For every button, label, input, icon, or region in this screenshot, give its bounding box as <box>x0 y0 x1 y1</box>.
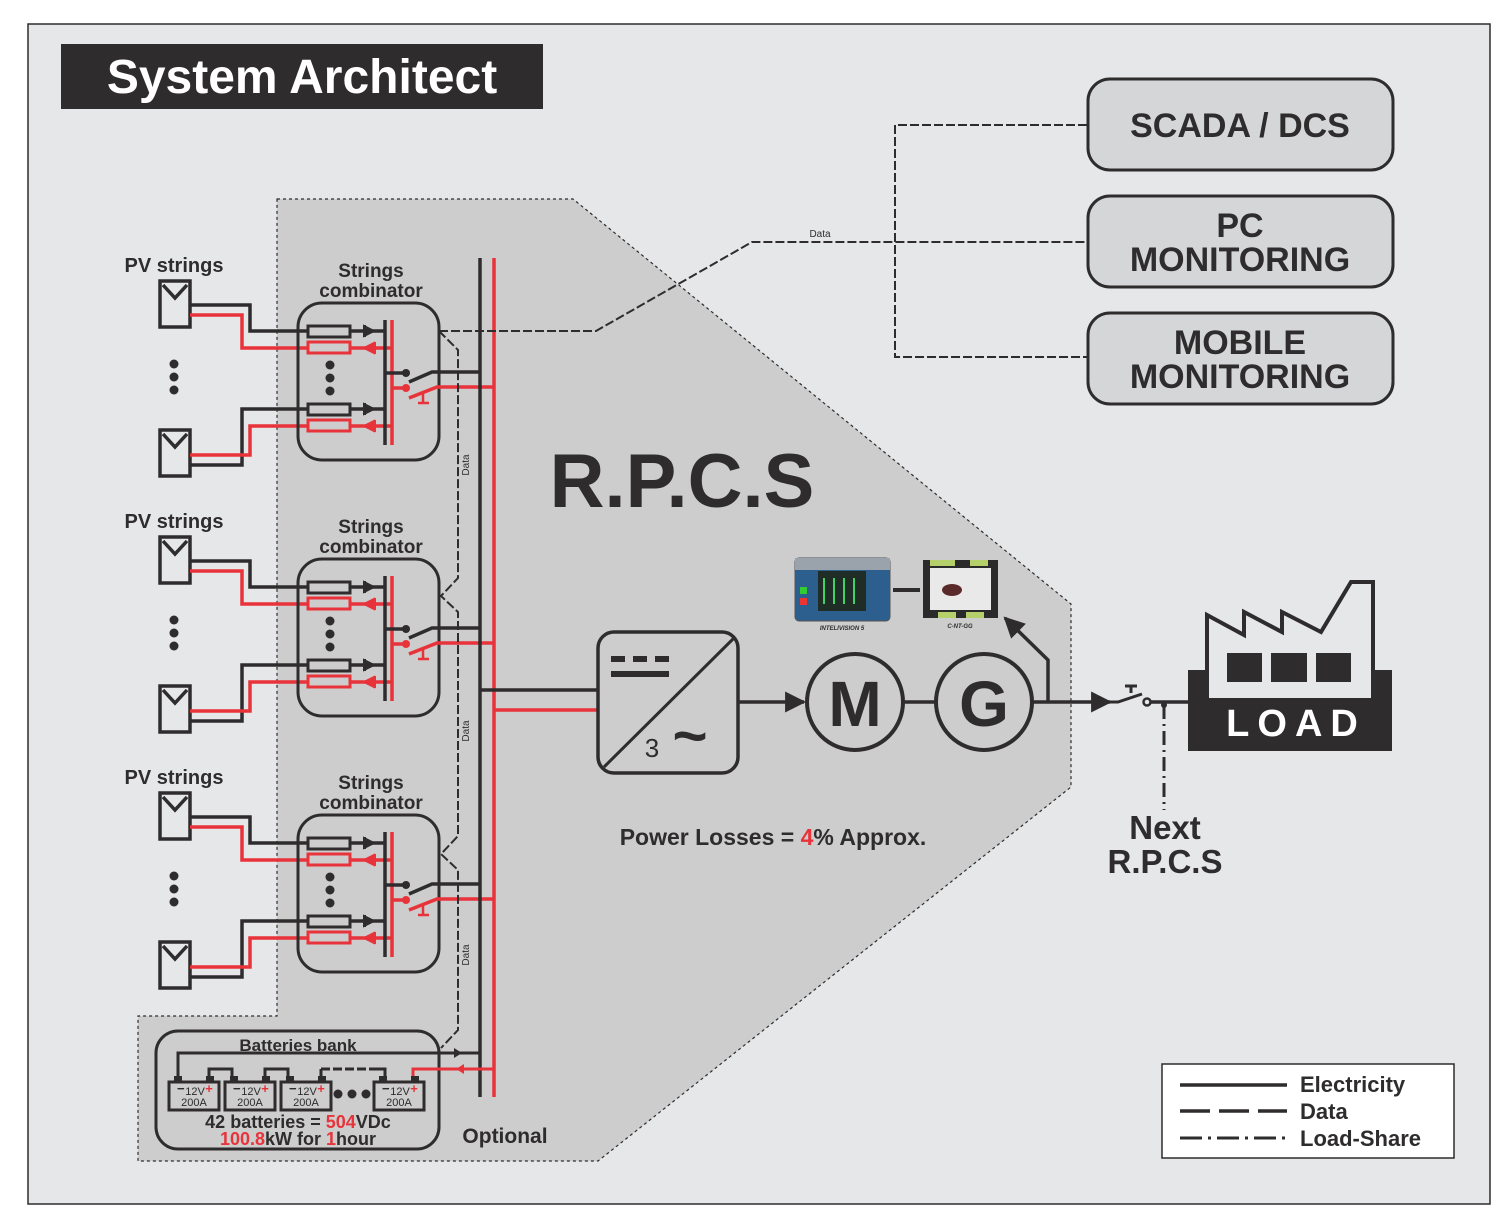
strings-combinator-box <box>296 301 441 462</box>
generator-label: G <box>959 668 1009 740</box>
monitoring-data-branch <box>894 124 1087 358</box>
page-title: System Architect <box>107 51 497 104</box>
svg-text:−: − <box>177 1081 185 1096</box>
generator: G <box>934 652 1034 752</box>
rpcs-label: R.P.C.S <box>550 439 815 524</box>
combinator-label: Strings <box>338 517 403 538</box>
pv-group-3: PV strings Strings combinator <box>125 767 493 990</box>
controller-intelivision: INTELIVISION 5 <box>794 557 891 632</box>
data-bus-label: Data <box>461 944 472 966</box>
pv-group-2: PV strings Strings combinator <box>125 511 493 734</box>
svg-text:+: + <box>205 1081 213 1096</box>
ellipsis-dot <box>169 372 179 382</box>
pv-strings-label: PV strings <box>125 511 224 533</box>
strings-combinator-box <box>296 557 441 718</box>
ac-symbol: ~ <box>672 702 707 769</box>
svg-text:−: − <box>382 1081 390 1096</box>
batteries-summary: 42 batteries = 504VDc <box>205 1112 391 1132</box>
combinator-label: combinator <box>319 793 423 814</box>
svg-text:200A: 200A <box>181 1097 207 1109</box>
combinator-label: Strings <box>338 261 403 282</box>
monitoring-scada-dcs[interactable]: SCADA / DCS <box>1086 77 1395 172</box>
data-bus-label: Data <box>461 720 472 742</box>
data-bus-label: Data <box>461 454 472 476</box>
batteries-bank-title: Batteries bank <box>239 1036 357 1055</box>
legend-label: Electricity <box>1300 1072 1406 1097</box>
legend: Electricity Data Load-Share <box>1161 1063 1455 1159</box>
phase-label: 3 <box>645 733 659 763</box>
svg-text:12V: 12V <box>297 1086 317 1098</box>
monitoring-label: MONITORING <box>1130 358 1350 396</box>
svg-text:−: − <box>233 1081 241 1096</box>
load-factory-icon: LOAD <box>1188 580 1392 751</box>
monitoring-label: SCADA / DCS <box>1130 107 1350 145</box>
monitoring-mobile[interactable]: MOBILE MONITORING <box>1086 311 1395 406</box>
pv-strings-label: PV strings <box>125 255 224 277</box>
data-link-line <box>439 241 1087 332</box>
pv-strings-label: PV strings <box>125 767 224 789</box>
controller-label: C-NT-GG <box>947 624 973 630</box>
combinator-label: Strings <box>338 773 403 794</box>
combinator-label: combinator <box>319 281 423 302</box>
monitoring-label: MONITORING <box>1130 241 1350 279</box>
svg-text:+: + <box>410 1081 418 1096</box>
svg-text:+: + <box>261 1081 269 1096</box>
monitoring-pc[interactable]: PC MONITORING <box>1086 194 1395 289</box>
battery-cell: − 12V + 200A <box>223 1074 277 1112</box>
svg-text:12V: 12V <box>241 1086 261 1098</box>
controller-cntgg: C-NT-GG <box>923 560 998 630</box>
svg-text:12V: 12V <box>390 1086 410 1098</box>
combinator-label: combinator <box>319 537 423 558</box>
svg-text:12V: 12V <box>185 1086 205 1098</box>
ellipsis-dot <box>169 359 179 369</box>
legend-label: Data <box>1300 1099 1348 1124</box>
battery-cell: − 12V + 200A <box>372 1074 426 1112</box>
svg-text:200A: 200A <box>293 1097 319 1109</box>
battery-cell: − 12V + 200A <box>279 1074 333 1112</box>
svg-text:−: − <box>289 1081 297 1096</box>
batteries-bank: Batteries bank − 12V + 200A − 12V + 200A… <box>154 1029 494 1151</box>
title-bar <box>61 44 543 109</box>
optional-label: Optional <box>462 1125 547 1148</box>
monitoring-label: MOBILE <box>1174 324 1306 362</box>
data-bus-line <box>438 330 459 1049</box>
svg-text:200A: 200A <box>237 1097 263 1109</box>
power-losses-text: Power Losses = 4% Approx. <box>620 824 927 850</box>
legend-label: Load-Share <box>1300 1126 1421 1151</box>
motor: M <box>805 652 905 752</box>
load-label: LOAD <box>1226 703 1366 745</box>
motor-label: M <box>828 668 881 740</box>
monitoring-label: PC <box>1216 207 1263 245</box>
svg-text:200A: 200A <box>386 1097 412 1109</box>
ellipsis-dot <box>169 385 179 395</box>
data-link-label: Data <box>809 229 831 240</box>
next-rpcs-label: Next <box>1129 809 1201 846</box>
battery-cell: − 12V + 200A <box>167 1074 221 1112</box>
controller-label: INTELIVISION 5 <box>820 626 865 632</box>
batteries-capacity: 100.8kW for 1hour <box>220 1129 376 1149</box>
strings-combinator-box <box>296 813 441 974</box>
svg-text:+: + <box>317 1081 325 1096</box>
inverter-dc-ac: 3 ~ <box>596 630 740 775</box>
pv-group-1: PV strings Strings combinator <box>125 255 493 478</box>
next-rpcs-label: R.P.C.S <box>1108 843 1223 880</box>
